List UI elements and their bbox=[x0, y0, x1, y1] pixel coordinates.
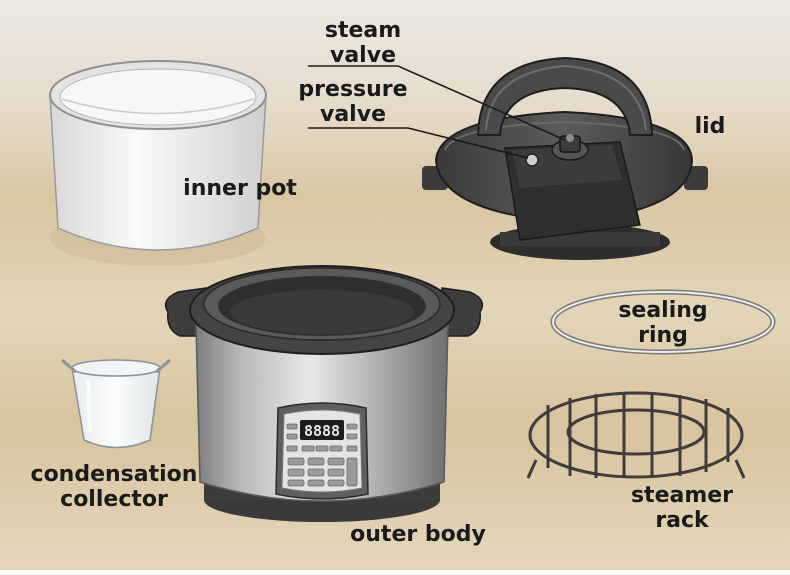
display-readout: 8888 bbox=[304, 422, 340, 440]
steamer-rack bbox=[526, 391, 746, 479]
label-pressure-valve: pressure valve bbox=[298, 77, 408, 127]
label-steam-valve: steam valve bbox=[324, 18, 402, 68]
label-sealing-ring: sealing ring bbox=[618, 298, 708, 348]
control-panel bbox=[275, 402, 369, 500]
label-inner-pot: inner pot bbox=[183, 176, 297, 201]
sealing-ring bbox=[550, 289, 776, 355]
leader-lines bbox=[308, 65, 566, 159]
condensation-collector bbox=[61, 358, 171, 449]
label-lid: lid bbox=[694, 114, 726, 139]
outer-body bbox=[164, 265, 484, 522]
label-outer-body: outer body bbox=[350, 522, 486, 547]
label-condensation-collector: condensation collector bbox=[30, 462, 198, 512]
display-screen bbox=[300, 420, 344, 440]
lid bbox=[422, 56, 708, 260]
pressure-valve-leader bbox=[308, 127, 529, 159]
label-steamer-rack: steamer rack bbox=[630, 483, 734, 533]
inner-pot bbox=[49, 60, 267, 266]
steam-valve-leader bbox=[308, 65, 566, 141]
